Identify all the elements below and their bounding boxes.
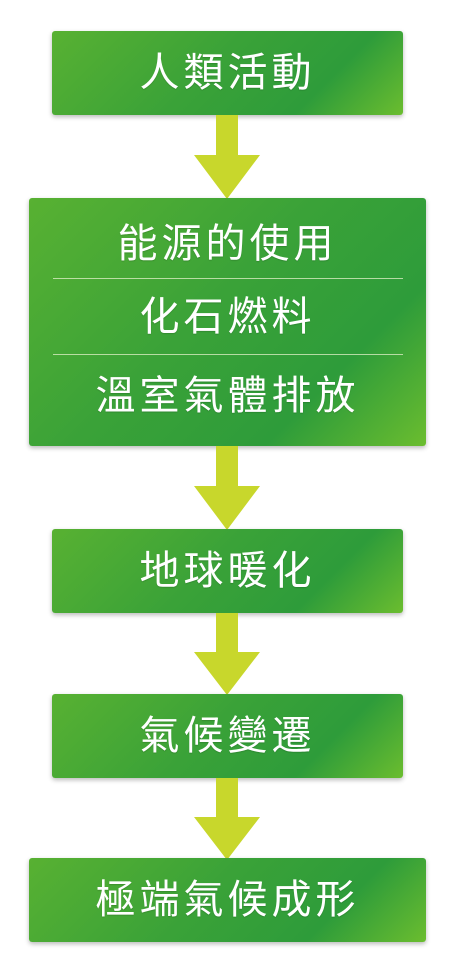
step-human-activity: 人類活動 [52,31,403,115]
divider [52,354,403,355]
step-label: 氣候變遷 [139,713,316,759]
arrow-down-icon [194,613,260,695]
step-label: 人類活動 [139,50,316,96]
arrow-down-icon [194,778,260,860]
step-line-fossil-fuel: 化石燃料 [139,293,316,340]
step-extreme-climate: 極端氣候成形 [29,858,426,942]
step-global-warming: 地球暖化 [52,529,403,613]
step-label: 極端氣候成形 [95,877,360,923]
step-energy-fossil-emissions: 能源的使用 化石燃料 溫室氣體排放 [29,198,426,446]
step-line-ghg-emissions: 溫室氣體排放 [95,373,360,419]
step-line-energy-use: 能源的使用 [117,221,338,267]
divider [52,278,403,279]
step-label: 地球暖化 [139,548,316,594]
arrow-down-icon [194,446,260,530]
arrow-down-icon [194,115,260,199]
step-climate-change: 氣候變遷 [52,694,403,778]
